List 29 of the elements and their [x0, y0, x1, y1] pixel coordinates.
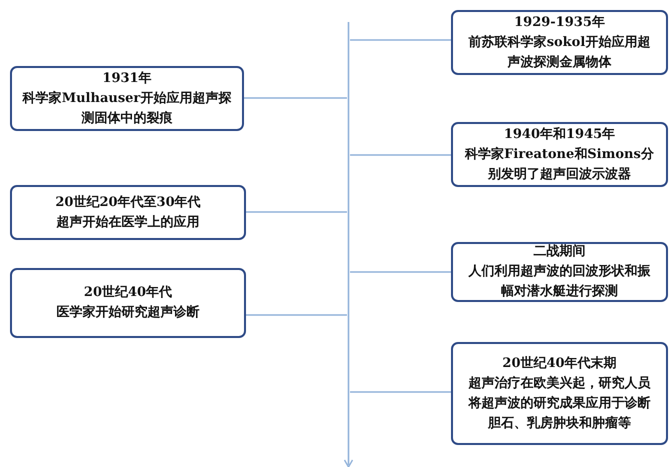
- event-description: 人们利用超声波的回波形状和振幅对潜水艇进行探测: [467, 263, 652, 301]
- event-description: 科学家Fireatone和Simons分别发明了超声回波示波器: [464, 146, 655, 184]
- event-box: [451, 342, 668, 445]
- event-description: 超声开始在医学上的应用: [56, 214, 200, 232]
- event-date: 1940年和1945年: [504, 126, 616, 144]
- connector-line: [350, 271, 451, 273]
- event-box: [10, 268, 246, 338]
- event-box: [451, 242, 668, 302]
- event-box: [451, 10, 668, 75]
- connector-line: [350, 154, 451, 156]
- event-box: [451, 122, 668, 187]
- connector-line: [246, 314, 347, 316]
- connector-line: [350, 39, 451, 41]
- event-date: 20世纪20年代至30年代: [55, 194, 201, 212]
- timeline-arrow: [342, 22, 355, 467]
- event-date: 20世纪40年代末期: [502, 354, 617, 372]
- event-date: 1929-1935年: [514, 14, 605, 32]
- event-description: 科学家Mulhauser开始应用超声探测固体中的裂痕: [22, 90, 232, 128]
- connector-line: [350, 391, 451, 393]
- event-description: 超声治疗在欧美兴起，研究人员将超声波的研究成果应用于诊断胆石、乳房肿块和肿瘤等: [467, 374, 652, 432]
- connector-line: [244, 97, 347, 99]
- event-description: 前苏联科学家sokol开始应用超声波探测金属物体: [468, 34, 652, 72]
- event-description: 医学家开始研究超声诊断: [56, 304, 200, 322]
- event-date: 1931年: [102, 70, 152, 88]
- connector-line: [246, 211, 347, 213]
- event-box: [10, 66, 244, 131]
- event-date: 20世纪40年代: [84, 284, 172, 302]
- event-box: [10, 185, 246, 240]
- event-date: 二战期间: [534, 243, 586, 261]
